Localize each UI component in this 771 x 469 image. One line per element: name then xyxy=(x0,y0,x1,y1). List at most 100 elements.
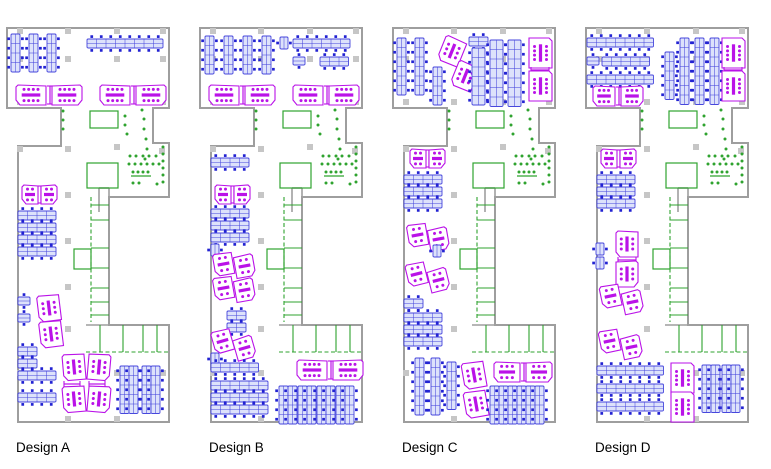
chair-dot xyxy=(43,65,46,69)
chair-dot xyxy=(727,377,730,381)
chair-dot xyxy=(691,69,694,73)
structural-column xyxy=(545,148,551,154)
pod-table xyxy=(96,391,102,407)
chair-dot xyxy=(442,249,445,253)
chair-dot xyxy=(49,221,53,224)
desk-bench xyxy=(210,154,250,171)
chair-dot xyxy=(638,394,642,397)
chair-dot xyxy=(643,67,647,70)
team-pod xyxy=(670,362,695,394)
chair-dot xyxy=(30,231,34,234)
chair-dot xyxy=(661,55,664,59)
chair-dot xyxy=(242,373,246,376)
structural-column xyxy=(451,146,457,152)
chair-dot xyxy=(609,209,613,212)
green-chair-dot xyxy=(520,154,524,158)
chair-dot xyxy=(457,384,460,388)
chair-dot xyxy=(116,378,119,382)
team-pod xyxy=(438,34,468,68)
pod-chair-dot xyxy=(244,281,248,285)
chair-dot xyxy=(393,60,396,64)
pod-table xyxy=(141,93,161,97)
pod-chair-dot xyxy=(481,406,485,410)
pod-chair-dot xyxy=(726,49,730,53)
pod-chair-dot xyxy=(544,44,548,48)
green-chair-dot xyxy=(736,162,740,166)
chair-dot xyxy=(411,370,414,374)
chair-dot xyxy=(441,389,444,393)
chair-dot xyxy=(128,35,132,38)
chair-dot xyxy=(49,389,53,392)
chair-dot xyxy=(676,41,679,45)
chair-dot xyxy=(522,71,525,75)
pod-chair-dot xyxy=(629,307,633,311)
pod-chair-dot xyxy=(22,99,26,103)
chair-dot xyxy=(272,67,275,71)
chair-dot xyxy=(619,380,623,383)
green-room xyxy=(86,162,119,189)
team-pod xyxy=(620,85,644,107)
chair-dot xyxy=(125,397,128,401)
structural-column xyxy=(307,56,313,62)
chair-dot xyxy=(618,48,622,51)
pod-chair-dot xyxy=(458,72,462,76)
chair-dot xyxy=(407,321,411,324)
chair-dot xyxy=(592,261,595,265)
chair-dot xyxy=(427,408,430,412)
structural-column xyxy=(451,28,457,34)
desk-bench xyxy=(601,53,650,70)
pod-chair-dot xyxy=(53,305,57,309)
chair-dot xyxy=(30,355,34,358)
structural-column xyxy=(65,284,71,290)
pod-chair-dot xyxy=(607,88,611,92)
pod-table xyxy=(604,156,614,161)
chair-dot xyxy=(407,60,410,64)
chair-dot xyxy=(522,90,525,94)
pod-chair-dot xyxy=(737,58,741,62)
small-desk xyxy=(429,244,445,258)
desk-bench xyxy=(226,319,247,336)
pod-chair-dot xyxy=(313,87,317,91)
pod-chair-dot xyxy=(433,162,436,166)
chair-dot xyxy=(416,323,420,326)
chair-dot xyxy=(343,49,347,52)
chair-dot xyxy=(657,398,661,401)
desk-bench xyxy=(504,39,525,107)
chair-dot xyxy=(647,362,651,365)
chair-dot xyxy=(407,347,411,350)
green-chair-dot xyxy=(354,166,358,170)
team-pod xyxy=(597,328,622,354)
team-pod xyxy=(21,184,39,205)
pod-chair-dot xyxy=(619,272,623,276)
pod-chair-dot xyxy=(220,293,224,297)
pod-chair-dot xyxy=(308,374,312,378)
green-chair-dot xyxy=(146,170,150,174)
pod-table xyxy=(298,93,318,97)
pod-table xyxy=(217,285,230,291)
structural-column xyxy=(451,238,457,244)
chair-dot xyxy=(457,393,460,397)
green-chair-dot xyxy=(547,152,551,156)
pod-table xyxy=(625,94,639,98)
chair-dot xyxy=(138,369,141,373)
pod-chair-dot xyxy=(533,82,537,86)
structural-column xyxy=(258,238,264,244)
chair-dot xyxy=(643,53,647,56)
chair-dot xyxy=(443,374,446,378)
chair-dot xyxy=(504,417,507,421)
pod-table xyxy=(57,93,77,97)
green-chair-dot xyxy=(640,127,644,131)
desk-bench xyxy=(17,367,57,384)
green-chair-dot xyxy=(532,170,536,174)
chair-dot xyxy=(40,233,44,236)
pod-chair-dot xyxy=(686,374,690,378)
chair-dot xyxy=(128,49,132,52)
pod-table xyxy=(432,236,445,242)
chair-dot xyxy=(468,60,471,64)
pod-chair-dot xyxy=(256,99,260,103)
chair-dot xyxy=(147,388,150,392)
chair-dot xyxy=(223,391,227,394)
pod-chair-dot xyxy=(312,374,316,378)
pod-chair-dot xyxy=(465,369,469,373)
chair-dot xyxy=(628,380,632,383)
